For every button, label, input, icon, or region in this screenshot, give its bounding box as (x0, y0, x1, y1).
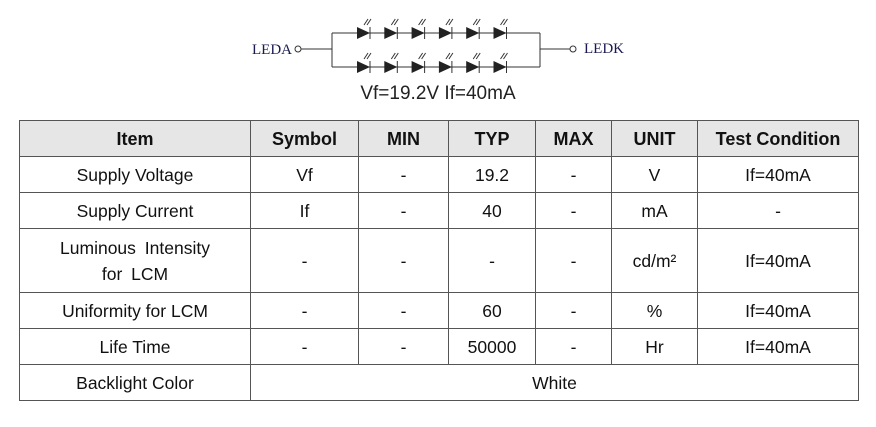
column-header: Test Condition (697, 120, 859, 157)
led-icon (493, 61, 507, 73)
diagram-condition: Vf=19.2V If=40mA (360, 83, 516, 104)
column-header: Item (19, 120, 251, 157)
leda-label: LEDA (252, 42, 292, 58)
table-cell: - (697, 192, 859, 229)
table-cell: Life Time (19, 328, 251, 365)
led-icon (466, 27, 480, 39)
table-cell: Uniformity for LCM (19, 292, 251, 329)
cathode-terminal (569, 45, 577, 53)
led-icon (384, 27, 398, 39)
table-cell: % (611, 292, 698, 329)
led-icon (384, 61, 398, 73)
led-icon (357, 61, 370, 73)
table-cell: 19.2 (448, 156, 536, 193)
table-cell: - (358, 192, 449, 229)
table-cell: Supply Voltage (19, 156, 251, 193)
table-cell: - (535, 192, 612, 229)
table-cell: - (358, 328, 449, 365)
table-cell: Supply Current (19, 192, 251, 229)
led-circuit-diagram: LEDA LEDK (252, 18, 624, 73)
table-cell: - (358, 228, 449, 293)
led-icon (357, 27, 370, 39)
table-cell: 50000 (448, 328, 536, 365)
table-cell: If=40mA (697, 328, 859, 365)
table-cell: - (250, 328, 359, 365)
led-icon (411, 27, 425, 39)
led-icon (438, 61, 452, 73)
table-cell: - (535, 328, 612, 365)
table-cell: - (358, 156, 449, 193)
table-cell: Luminous Intensity for LCM (19, 228, 251, 293)
anode-terminal (294, 45, 302, 53)
table-cell: - (535, 292, 612, 329)
column-header: MIN (358, 120, 449, 157)
table-cell: 60 (448, 292, 536, 329)
led-icon (493, 27, 507, 39)
table-cell: - (535, 156, 612, 193)
table-cell: - (358, 292, 449, 329)
table-cell: - (250, 292, 359, 329)
led-icon (411, 61, 425, 73)
table-cell: Backlight Color (19, 364, 251, 401)
table-cell: cd/m² (611, 228, 698, 293)
table-cell: White (250, 364, 859, 401)
table-cell: - (250, 228, 359, 293)
table-cell: - (448, 228, 536, 293)
table-row: Uniformity for LCM--60-%If=40mA (19, 292, 859, 329)
led-icon (438, 27, 452, 39)
column-header: TYP (448, 120, 536, 157)
table-cell: 40 (448, 192, 536, 229)
column-header: Symbol (250, 120, 359, 157)
column-header: MAX (535, 120, 612, 157)
column-header: UNIT (611, 120, 698, 157)
table-cell: If=40mA (697, 156, 859, 193)
table-cell: V (611, 156, 698, 193)
table-cell: Vf (250, 156, 359, 193)
table-cell: - (535, 228, 612, 293)
table-cell: mA (611, 192, 698, 229)
table-cell: If (250, 192, 359, 229)
table-cell: If=40mA (697, 228, 859, 293)
ledk-label: LEDK (584, 41, 624, 57)
table-cell: Hr (611, 328, 698, 365)
led-icon (466, 61, 480, 73)
table-cell: If=40mA (697, 292, 859, 329)
